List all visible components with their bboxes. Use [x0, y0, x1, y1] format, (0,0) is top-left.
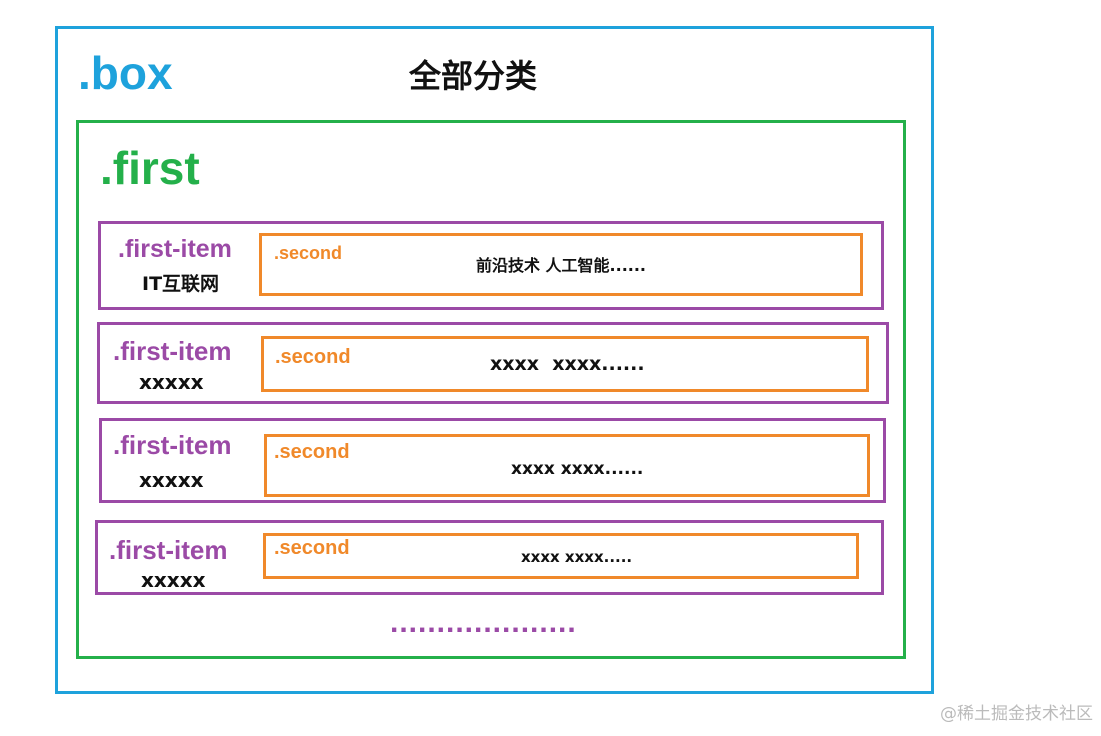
second-box [261, 336, 869, 392]
second-content: xxxx xxxx...... [511, 459, 644, 479]
second-content: 前沿技术 人工智能...... [475, 256, 647, 275]
watermark-text: @稀土掘金技术社区 [940, 704, 1093, 724]
second-label: .second [274, 537, 350, 559]
box-container [55, 26, 934, 694]
second-content: xxxx xxxx...... [490, 353, 645, 375]
first-item-label: .first-item [109, 535, 228, 565]
first-item-name: IT互联网 [142, 273, 220, 295]
second-label: .second [274, 243, 343, 263]
first-item-label: .first-item [118, 235, 232, 263]
first-label: .first [100, 142, 200, 194]
first-item-box [98, 221, 884, 310]
more-ellipsis: .................... [390, 606, 577, 639]
first-item-box [95, 520, 884, 595]
first-item-name: xxxxx [139, 468, 204, 492]
second-box [259, 233, 863, 296]
first-item-label: .first-item [113, 430, 232, 460]
first-item-label: .first-item [113, 336, 232, 366]
first-item-name: xxxxx [139, 370, 204, 394]
first-container [76, 120, 906, 659]
second-label: .second [275, 346, 351, 368]
first-item-box [99, 418, 886, 503]
second-box [264, 434, 870, 497]
first-item-name: xxxxx [141, 568, 206, 592]
first-item-box [97, 322, 889, 404]
box-label: .box [78, 47, 173, 99]
second-box [263, 533, 859, 579]
second-content: xxxx xxxx..... [521, 548, 633, 566]
second-label: .second [274, 441, 350, 463]
page-title: 全部分类 [408, 57, 537, 95]
